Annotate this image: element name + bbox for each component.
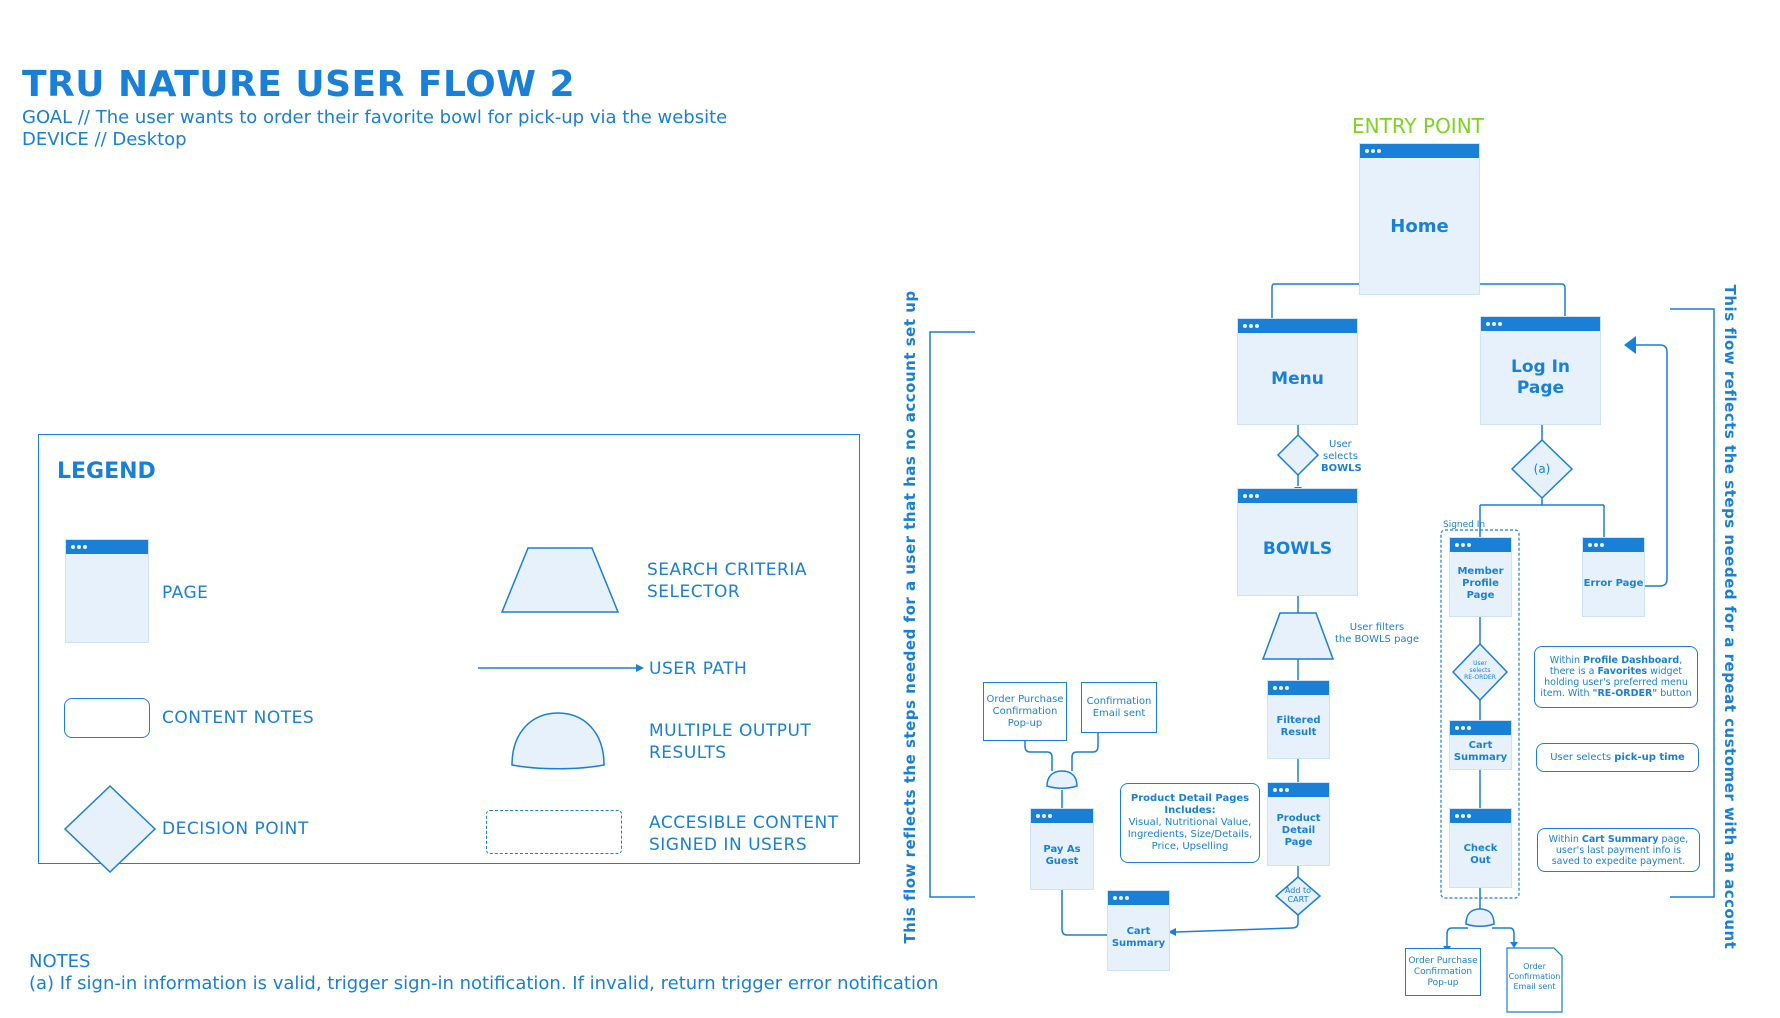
- legend-accessible-label: ACCESIBLE CONTENT SIGNED IN USERS: [649, 813, 839, 855]
- legend-decision-label: DECISION POINT: [162, 819, 309, 839]
- legend-user-path-icon: [478, 664, 644, 672]
- order-confirm-left: Order Purchase Confirmation Pop-up: [983, 682, 1067, 741]
- legend-content-notes-label: CONTENT NOTES: [162, 708, 315, 728]
- page-cart-summary-right[interactable]: Cart Summary: [1449, 720, 1512, 770]
- page-login-label-2: Page: [1516, 377, 1565, 398]
- legend-multiple-output-icon: [511, 712, 605, 770]
- cart-summary-note: Within Cart Summary page, user's last pa…: [1537, 828, 1700, 872]
- page-login[interactable]: Log In Page: [1480, 316, 1601, 425]
- device-text: DEVICE // Desktop: [22, 129, 187, 150]
- legend-multiple-output-label: MULTIPLE OUTPUT RESULTS: [649, 721, 812, 763]
- legend-page-label: PAGE: [162, 583, 209, 603]
- page-pay-as-guest-label: Pay As Guest: [1043, 844, 1081, 867]
- profile-note-b1: Profile Dashboard: [1583, 655, 1680, 666]
- legend-title: LEGEND: [57, 459, 156, 484]
- legend-accessible-icon: [486, 810, 622, 854]
- page-cart-summary-left-label: Cart Summary: [1111, 925, 1166, 949]
- page-check-out-label: Check Out: [1463, 843, 1498, 866]
- page-cart-summary-left[interactable]: Cart Summary: [1107, 890, 1170, 971]
- pickup-note-b: pick-up time: [1614, 751, 1685, 763]
- profile-note-2: , there is a: [1549, 655, 1683, 677]
- search-selector-filter: [1261, 612, 1335, 660]
- decision-add-to-cart: [1274, 876, 1322, 916]
- product-detail-note-body: Visual, Nutritional Value, Ingredients, …: [1127, 817, 1253, 852]
- profile-note-b2: Favorites: [1597, 666, 1648, 677]
- page-error-label: Error Page: [1583, 578, 1644, 589]
- legend-decision-icon: [63, 784, 157, 874]
- reorder-note-3: RE-ORDER: [1464, 674, 1496, 681]
- cart-note-2: page, user's last payment info is saved …: [1551, 833, 1689, 867]
- email-sent-right-shape: [1506, 947, 1563, 1013]
- page-cart-summary-right-label: Cart Summary: [1453, 740, 1508, 763]
- legend-search-criteria-label: SEARCH CRITERIA SELECTOR: [647, 560, 807, 602]
- profile-note-3: widget holding user's preferred menu ite…: [1540, 666, 1688, 699]
- legend-page-icon: [65, 539, 149, 643]
- profile-dashboard-note: Within Profile Dashboard, there is a Fav…: [1534, 646, 1698, 708]
- add-to-cart-note-1: Add to: [1284, 886, 1312, 895]
- decision-reorder: [1451, 642, 1509, 702]
- email-sent-right: Order Confirmation Email sent: [1508, 962, 1561, 991]
- page-bowls-label: BOWLS: [1262, 539, 1333, 559]
- page-home[interactable]: Home: [1359, 143, 1480, 295]
- multiple-output-left: [1046, 770, 1078, 789]
- user-filters-note-2: the BOWLS page: [1334, 634, 1420, 645]
- email-sent-left: Confirmation Email sent: [1081, 682, 1157, 733]
- profile-note-1: Within: [1549, 655, 1584, 666]
- legend-content-notes-icon: [64, 698, 150, 738]
- pickup-note-1: User selects: [1550, 751, 1615, 763]
- cart-note-b: Cart Summary: [1581, 833, 1659, 845]
- profile-note-b3: "RE-ORDER": [1592, 688, 1658, 699]
- page-title: TRU NATURE USER FLOW 2: [22, 64, 576, 105]
- profile-note-4: button: [1657, 688, 1692, 699]
- goal-text: GOAL // The user wants to order their fa…: [22, 107, 728, 128]
- page-product-detail[interactable]: Product Detail Page: [1267, 782, 1330, 866]
- page-bowls[interactable]: BOWLS: [1237, 488, 1358, 596]
- decision-select-bowls: [1276, 433, 1320, 477]
- page-login-label-1: Log In: [1510, 356, 1571, 377]
- entry-point-label: ENTRY POINT: [1352, 114, 1484, 138]
- add-to-cart-note-2: CART: [1287, 895, 1309, 904]
- multiple-output-right: [1465, 908, 1495, 927]
- page-member-profile-label: Member Profile Page: [1457, 566, 1504, 601]
- page-filtered-result[interactable]: Filtered Result: [1267, 680, 1330, 759]
- legend-user-path-label: USER PATH: [649, 659, 748, 679]
- page-member-profile[interactable]: Member Profile Page: [1449, 537, 1512, 617]
- page-error[interactable]: Error Page: [1582, 537, 1645, 617]
- user-filters-note-1: User filters: [1349, 622, 1405, 633]
- reorder-note-1: User: [1473, 660, 1487, 667]
- select-bowls-note-2: selects: [1323, 451, 1358, 462]
- decision-sign-in: [1510, 438, 1574, 500]
- product-detail-note: Product Detail Pages Includes: Visual, N…: [1120, 783, 1260, 863]
- select-bowls-note-1: User: [1329, 439, 1352, 450]
- page-home-label: Home: [1390, 215, 1449, 237]
- legend-search-criteria-icon: [500, 547, 620, 613]
- page-check-out[interactable]: Check Out: [1449, 808, 1512, 888]
- reorder-note-2: selects: [1469, 667, 1491, 674]
- notes-title: NOTES: [29, 951, 91, 972]
- pickup-time-note: User selects pick-up time: [1536, 743, 1699, 772]
- product-detail-note-title: Product Detail Pages Includes:: [1130, 793, 1250, 816]
- page-menu[interactable]: Menu: [1237, 318, 1358, 425]
- page-product-detail-label: Product Detail Page: [1276, 813, 1321, 848]
- notes-a: (a) If sign-in information is valid, tri…: [29, 973, 939, 994]
- signed-in-label: Signed In: [1443, 520, 1486, 530]
- decision-a-label: (a): [1533, 462, 1551, 476]
- page-menu-label: Menu: [1271, 368, 1324, 389]
- page-filtered-result-label: Filtered Result: [1276, 714, 1321, 738]
- order-confirm-right: Order Purchase Confirmation Pop-up: [1405, 948, 1481, 996]
- signed-in-region: [1440, 529, 1520, 899]
- page-pay-as-guest[interactable]: Pay As Guest: [1030, 808, 1094, 890]
- legend-box: [38, 434, 860, 864]
- cart-note-1: Within: [1548, 833, 1582, 845]
- select-bowls-note-3: BOWLS: [1321, 463, 1362, 474]
